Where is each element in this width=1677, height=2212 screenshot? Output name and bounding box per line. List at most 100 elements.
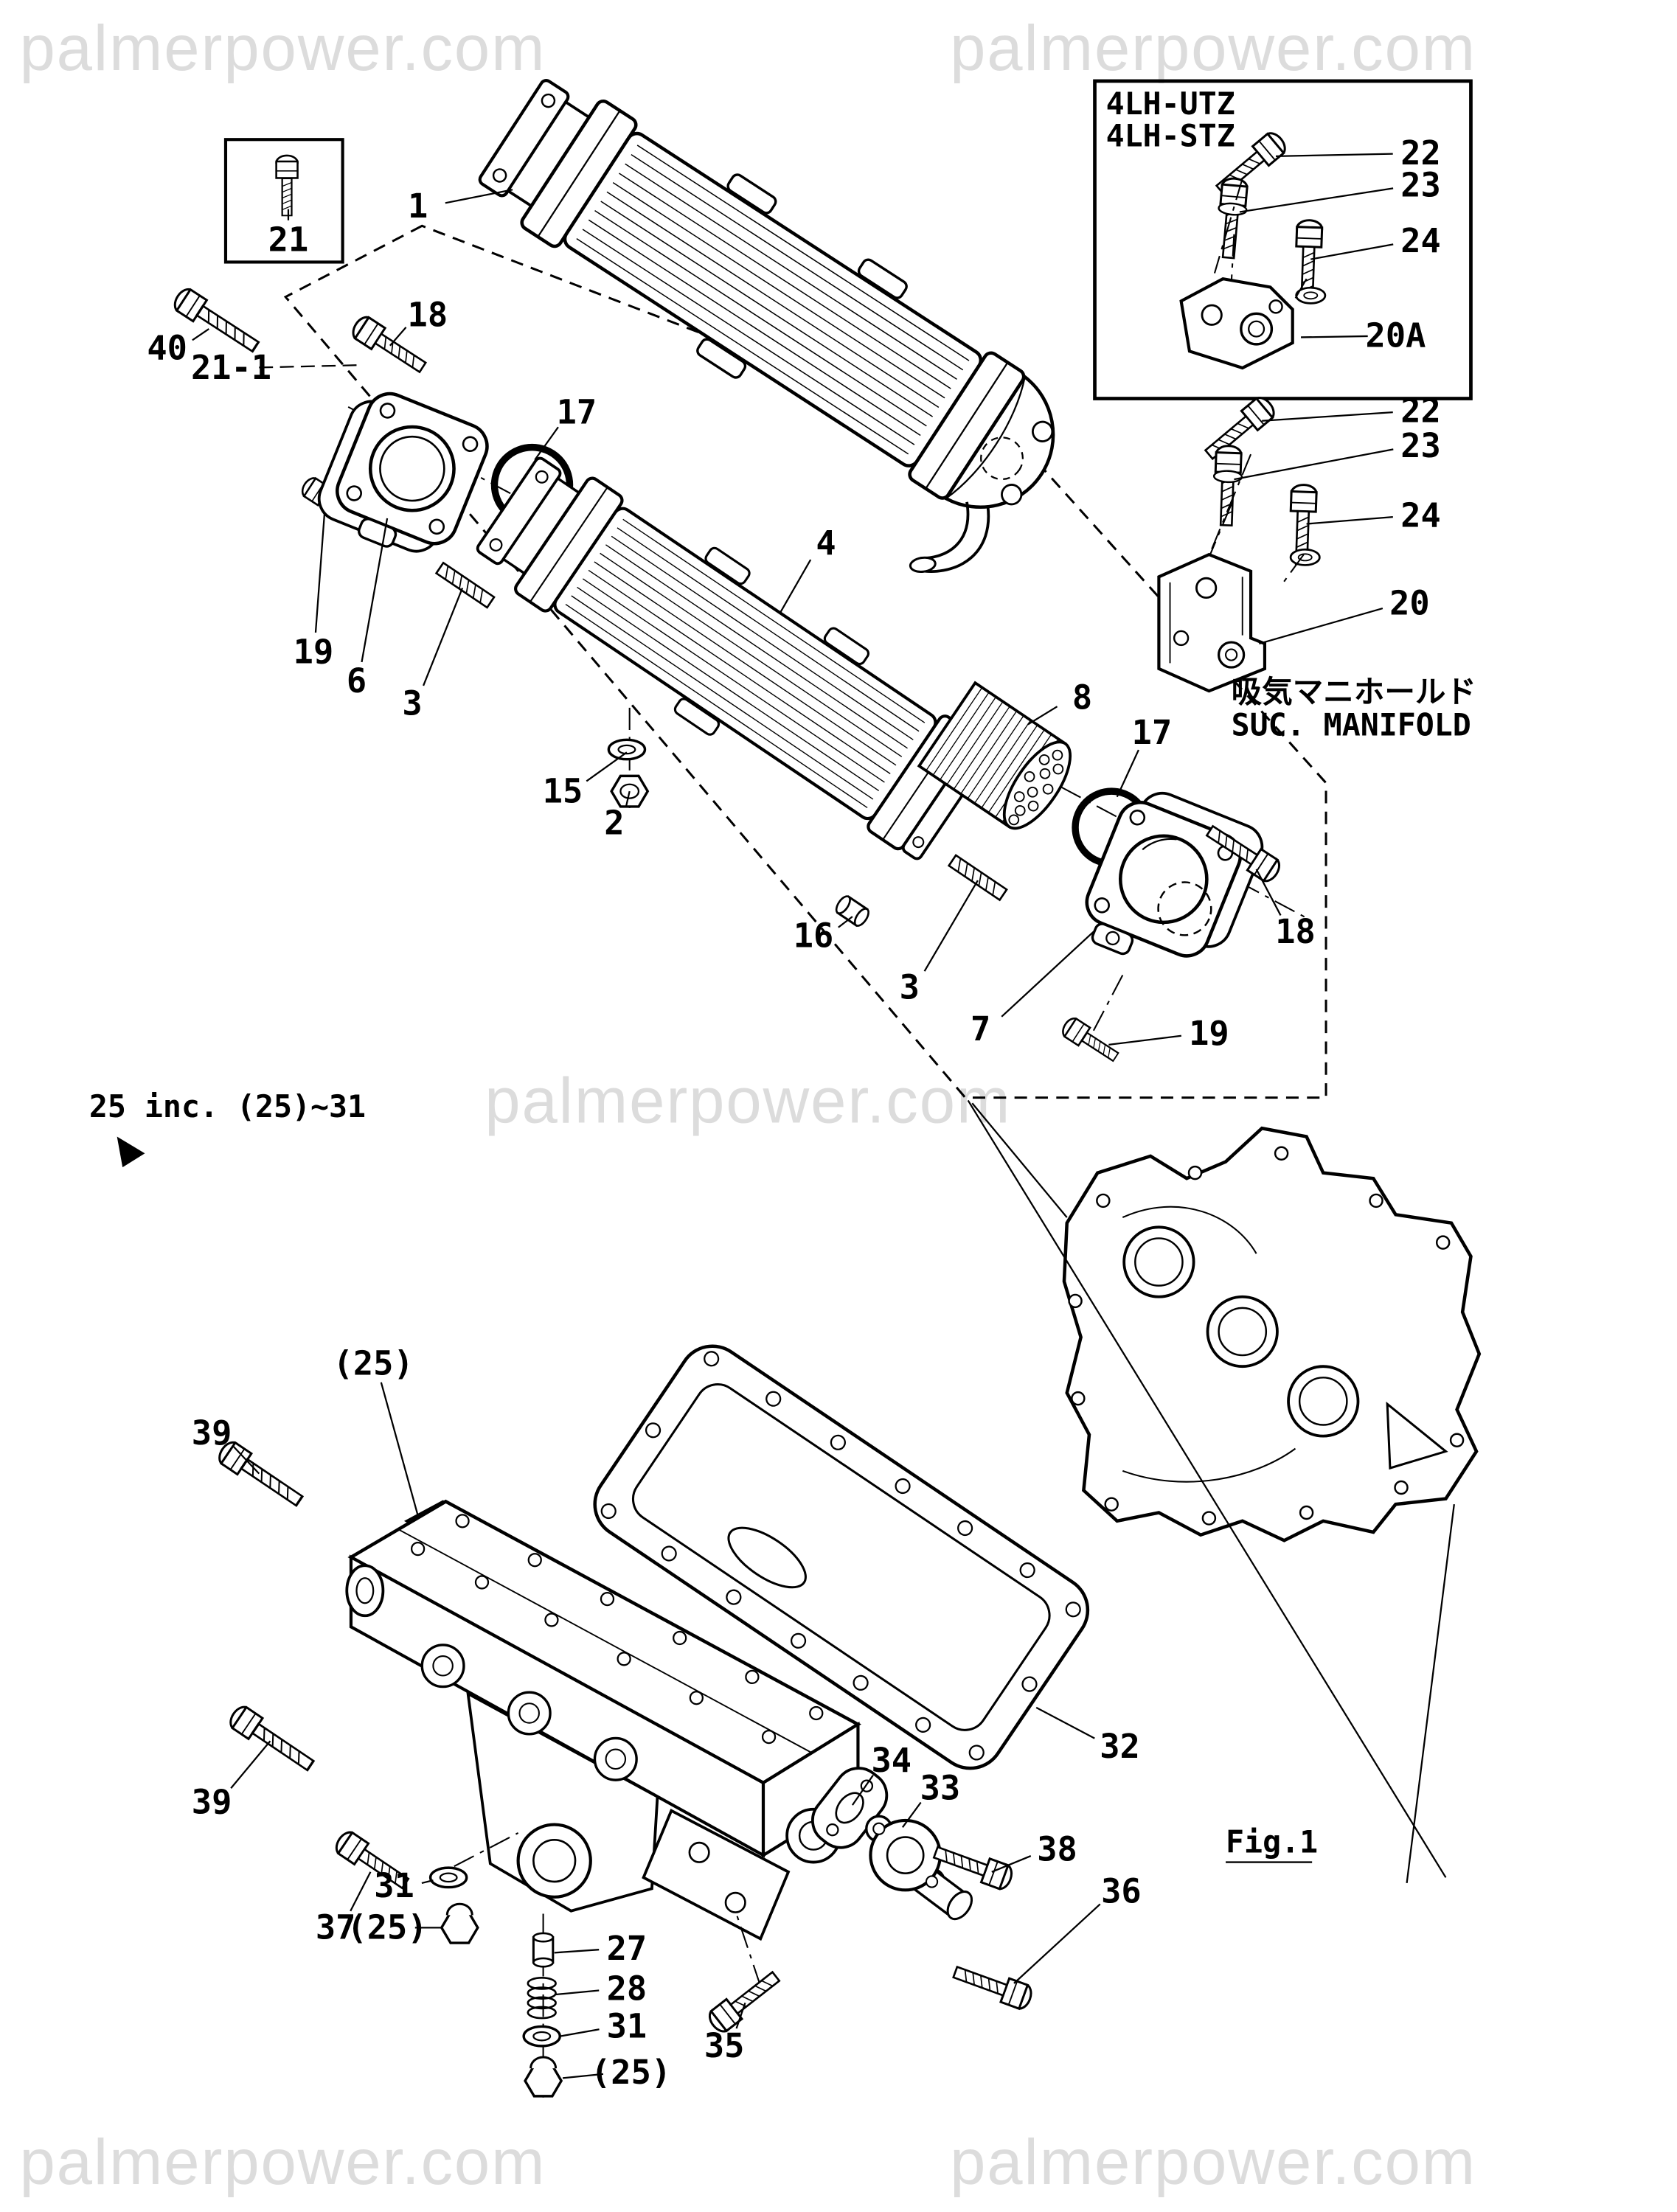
part-label-24b: 24	[1400, 495, 1441, 535]
bracket-20	[1157, 552, 1267, 693]
part-label-19b: 19	[1189, 1014, 1229, 1053]
outlet-fitting-33	[865, 1815, 973, 1921]
leader-38	[991, 1855, 1032, 1873]
part-label-19a: 19	[294, 632, 334, 671]
part-label-39b: 39	[192, 1782, 232, 1821]
leader-3a	[423, 587, 464, 686]
bolt-35-axis	[735, 1910, 762, 1986]
bolt-21	[277, 156, 298, 215]
part-label-25b: (25)	[347, 1907, 427, 1947]
part-label-31b: 31	[607, 2007, 647, 2046]
leader-lines	[192, 153, 1394, 2079]
stud-3b	[948, 854, 1008, 901]
tube-stack-8	[917, 681, 1072, 830]
plug-16	[835, 895, 869, 928]
ref-box-21	[223, 138, 344, 264]
leader-39a	[232, 1445, 260, 1475]
oil-cooler-body-25	[345, 1499, 861, 1941]
part-label-39a: 39	[192, 1413, 232, 1453]
bolt-39b	[226, 1703, 317, 1775]
bracket-20A	[1179, 276, 1294, 370]
part-label-6: 6	[347, 661, 367, 700]
leader-22b	[1262, 411, 1393, 422]
part-label-18a: 18	[408, 295, 448, 334]
leader-33	[901, 1801, 922, 1829]
end-cover-6	[317, 392, 489, 553]
part-label-22a: 22	[1400, 133, 1441, 173]
part-label-4: 4	[816, 524, 836, 563]
spring-28	[527, 1977, 557, 2020]
leader-2	[625, 790, 631, 806]
part-label-17a: 17	[557, 393, 597, 432]
leader-25c	[562, 2073, 604, 2079]
leader-28	[555, 1989, 600, 1996]
part-label-1: 1	[408, 187, 428, 226]
leader-18b	[1255, 869, 1282, 916]
part-label-17b: 17	[1132, 713, 1173, 752]
end-cover-7	[1085, 791, 1264, 958]
leader-15	[586, 751, 628, 782]
note-suction-manifold-jp: 吸気マニホールド	[1232, 673, 1476, 709]
part-label-27: 27	[607, 1929, 647, 1968]
watermark-top-left: palmerpower.com	[19, 13, 546, 84]
watermark-bottom-right: palmerpower.com	[950, 2126, 1476, 2198]
part-label-37: 37	[316, 1907, 356, 1947]
leader-37	[350, 1871, 372, 1912]
note-model-variant-2: 4LH-STZ	[1106, 118, 1235, 154]
part-label-32: 32	[1100, 1727, 1140, 1766]
leader-24a	[1310, 243, 1394, 260]
diagram-artwork	[117, 58, 1482, 2104]
variant-inset-box	[1093, 79, 1473, 400]
leader-39b	[230, 1740, 271, 1789]
part-label-2: 2	[604, 804, 624, 843]
part-label-25a: (25)	[333, 1344, 414, 1383]
part-label-3b: 3	[900, 968, 920, 1007]
leader-16	[838, 916, 853, 928]
part-label-31a: 31	[374, 1866, 414, 1905]
figure-wedge-line-1	[967, 1099, 1447, 1878]
plug-25b	[440, 1902, 479, 1944]
block-align-line	[971, 1102, 1068, 1218]
leader-20	[1259, 607, 1383, 645]
part-label-21-1: 21-1	[191, 348, 271, 387]
part-label-3a: 3	[402, 684, 422, 723]
part-label-23a: 23	[1400, 166, 1441, 205]
plug-25b-axis	[454, 1832, 519, 1868]
leader-24b	[1306, 515, 1393, 525]
part-label-21: 21	[268, 220, 309, 259]
part-label-36: 36	[1101, 1871, 1142, 1910]
leader-19a	[314, 512, 326, 633]
leader-1	[445, 189, 513, 204]
bolt-35	[706, 1966, 784, 2035]
leader-20A	[1301, 335, 1368, 338]
part-label-23b: 23	[1400, 426, 1441, 465]
part-label-25c: (25)	[591, 2053, 671, 2092]
leader-34	[851, 1774, 874, 1806]
note-suction-manifold-en: SUC. MANIFOLD	[1232, 707, 1471, 743]
watermark-bottom-left: palmerpower.com	[19, 2126, 546, 2198]
washer-24b	[1289, 548, 1321, 566]
leader-23b	[1234, 448, 1394, 481]
part-label-18b: 18	[1275, 912, 1316, 951]
leader-35	[735, 2002, 746, 2029]
heat-exchanger-1	[427, 58, 1089, 574]
watermark-center: palmerpower.com	[485, 1065, 1011, 1137]
leader-3b	[923, 880, 979, 972]
leader-22a	[1276, 153, 1393, 158]
part-label-22b: 22	[1400, 392, 1441, 431]
gasket-32	[593, 1344, 1090, 1770]
part-label-7: 7	[971, 1009, 990, 1048]
figure-wedge-line-2	[1406, 1504, 1455, 1884]
leader-19b	[1108, 1034, 1181, 1046]
part-label-16: 16	[794, 917, 834, 956]
inset-align-lines	[1213, 178, 1308, 299]
washer-15	[607, 738, 647, 761]
bolt-36	[951, 1961, 1035, 2011]
leader-36	[1013, 1903, 1101, 1984]
leader-21-1	[259, 364, 360, 369]
leader-4	[779, 559, 812, 613]
leader-8	[1027, 706, 1058, 726]
bolt-19b	[1060, 1015, 1122, 1066]
